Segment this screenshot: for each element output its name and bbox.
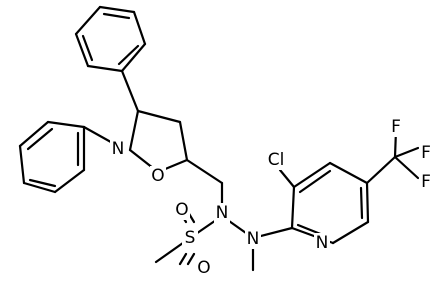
atom-label-o-sulfonyl-top: O [175,200,188,220]
atom-label-f-bottom: F [421,172,431,192]
pyridine-ring [278,128,420,245]
phenyl-ring-left [18,120,120,194]
atom-label-o-sulfonyl-bottom: O [197,258,210,278]
atom-label-f-right: F [421,143,431,163]
atom-label-n-methyl-hydrazide: N [247,229,260,249]
atom-labels: N O N N N S O O Cl F F F [110,117,433,278]
atom-label-cl: Cl [268,150,285,170]
atom-label-o-isoxazolidine: O [151,166,164,186]
atom-label-f-top: F [391,117,401,137]
isoxazolidine-ring [120,69,189,174]
atom-label-n-pyridine: N [316,233,329,253]
atom-label-n-isoxazolidine: N [112,139,125,159]
atom-label-n-sulfonyl-hydrazide: N [216,203,229,223]
phenyl-ring-top [74,5,147,73]
atom-label-s-sulfonyl: S [185,228,196,248]
